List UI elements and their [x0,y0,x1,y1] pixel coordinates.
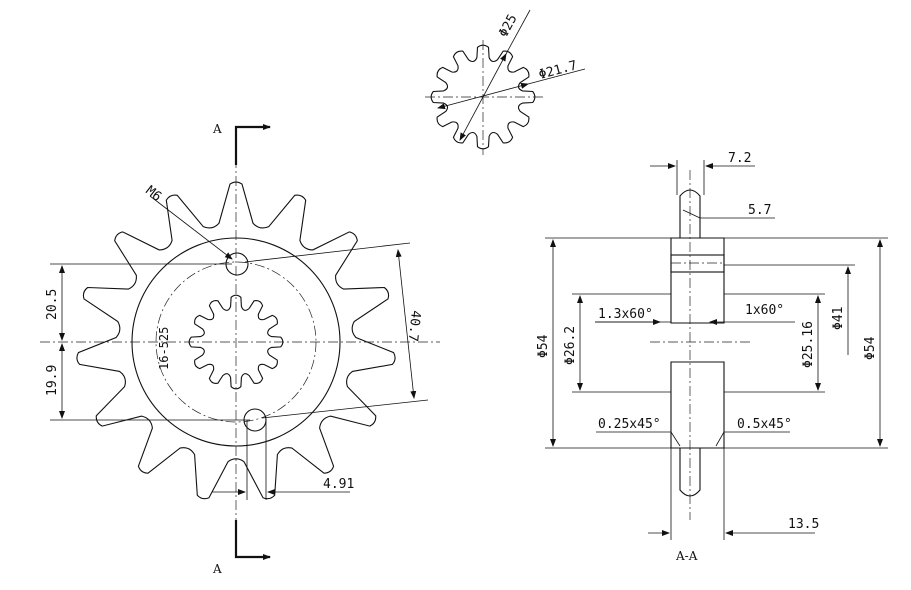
ext-line-40-7-bottom [261,399,429,419]
dim-phi25-leader [505,9,531,55]
bolt-circle-label: 16-525 [157,327,171,370]
dim-40-7: 40.7 [405,310,423,343]
dim-4-91: 4.91 [323,477,354,492]
dim-phi21-7: Φ21.7 [537,58,579,83]
section-letter-bottom: A [212,562,222,576]
dia-41: Φ41 [831,307,846,330]
dia-26-2: Φ26.2 [563,326,578,365]
dia-25-16: Φ25.16 [801,321,816,368]
tooth-bottom [679,447,701,497]
dim-phi21-7-leader [527,68,586,85]
chamfer-1-3x60: 1.3x60° [598,307,653,322]
bolt-hole-section [670,254,725,273]
dim-13-5: 13.5 [788,517,819,532]
dia-54-left: Φ54 [536,334,551,358]
section-view-label: A-A [675,549,698,563]
ext-line-40-7-top [244,242,411,263]
chamfer-1x60: 1x60° [745,303,784,318]
dim-7-2: 7.2 [728,151,751,166]
chamfer-0-5x45: 0.5x45° [737,417,792,432]
section-marker-bottom [234,520,270,559]
front-view: A A M6 20.5 19.9 16-525 40.7 4.91 [40,122,440,576]
spline-detail-outline [430,44,536,150]
dim-40-7-line [395,249,417,399]
section-view: 7.2 5.7 Φ54 Φ26.2 1.3x60° 1x60° Φ25.16 Φ… [536,151,888,563]
spline-bore-front [188,294,284,390]
m6-leader [149,195,233,260]
dim-19-9: 19.9 [45,365,60,396]
hub-section-bottom [670,361,725,449]
dim-phi25: Φ25 [496,12,520,40]
section-letter-top: A [212,122,222,136]
sprocket-tooth-outline [76,181,396,500]
dim-5-7: 5.7 [748,203,771,218]
spline-detail: Φ25 Φ21.7 [425,9,586,155]
chamfer-0-25x45: 0.25x45° [598,417,661,432]
dim-20-5: 20.5 [45,289,60,320]
dia-54-right: Φ54 [863,336,878,360]
section-marker-top [234,125,270,165]
hub-section-top [670,237,725,324]
thread-label: M6 [143,183,165,204]
tooth-top [679,189,701,239]
dim-phi21-7-line [437,82,529,110]
